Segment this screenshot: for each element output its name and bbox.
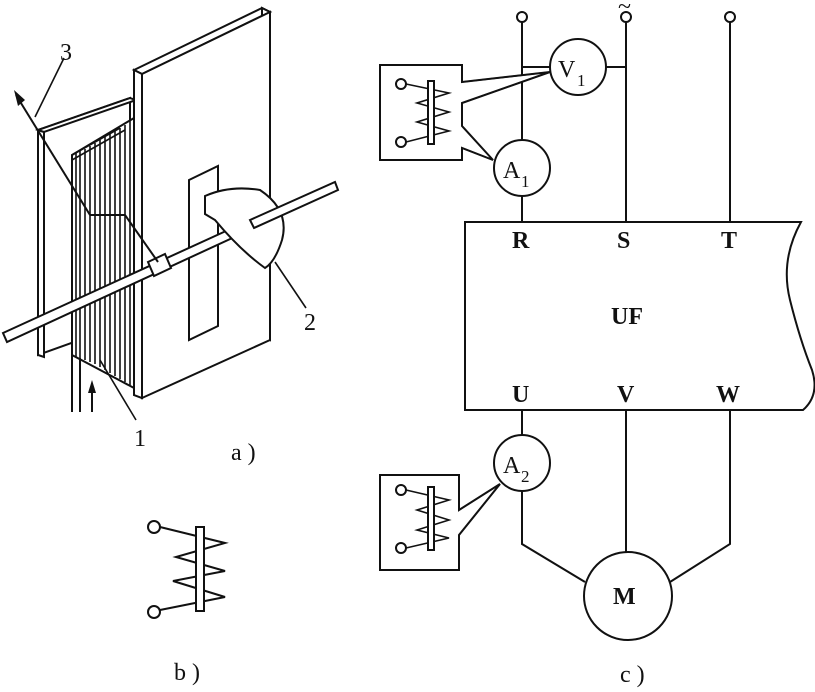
- terminal-v: V: [617, 382, 635, 408]
- inverter-uf-box: R S T UF U V W: [464, 221, 815, 411]
- terminal-r: R: [512, 228, 530, 254]
- svg-text:M: M: [613, 584, 636, 610]
- panel-c-circuit: ~ V 1 A 1: [379, 0, 815, 688]
- svg-text:V: V: [558, 57, 576, 83]
- coil-stack: [71, 116, 135, 412]
- svg-text:A: A: [503, 453, 521, 479]
- pointer-needle: [14, 90, 159, 263]
- svg-text:1: 1: [577, 71, 586, 90]
- terminal-t: T: [721, 228, 737, 254]
- terminal-u: U: [512, 382, 529, 408]
- callout-1: 1: [134, 426, 146, 452]
- inset-coil-v1-a1: [379, 64, 551, 161]
- inset-coil-a2: [379, 474, 501, 571]
- callout-2: 2: [304, 310, 316, 336]
- callout-leaders: [34, 57, 307, 421]
- callout-3: 3: [60, 40, 72, 66]
- coupling-block: [146, 252, 173, 278]
- supply-terminals: [516, 11, 736, 23]
- motor-m: M: [583, 551, 673, 641]
- ammeter-a1: A 1: [493, 139, 551, 197]
- ammeter-a2: A 2: [493, 434, 551, 492]
- current-arrow-icon: [88, 380, 96, 412]
- voltmeter-v1: V 1: [549, 38, 607, 96]
- svg-text:2: 2: [521, 467, 530, 486]
- terminal-s: S: [617, 228, 630, 254]
- terminal-w: W: [716, 382, 740, 408]
- caption-b: b ): [174, 660, 200, 686]
- panel-a-instrument-drawing: 3 2 1 a ): [1, 6, 340, 466]
- svg-text:A: A: [503, 158, 521, 184]
- svg-text:1: 1: [521, 172, 530, 191]
- panel-b-coil-symbol: b ): [147, 520, 229, 686]
- vane: [204, 180, 340, 270]
- inverter-label: UF: [611, 304, 643, 330]
- caption-c: c ): [620, 662, 645, 688]
- caption-a: a ): [231, 440, 256, 466]
